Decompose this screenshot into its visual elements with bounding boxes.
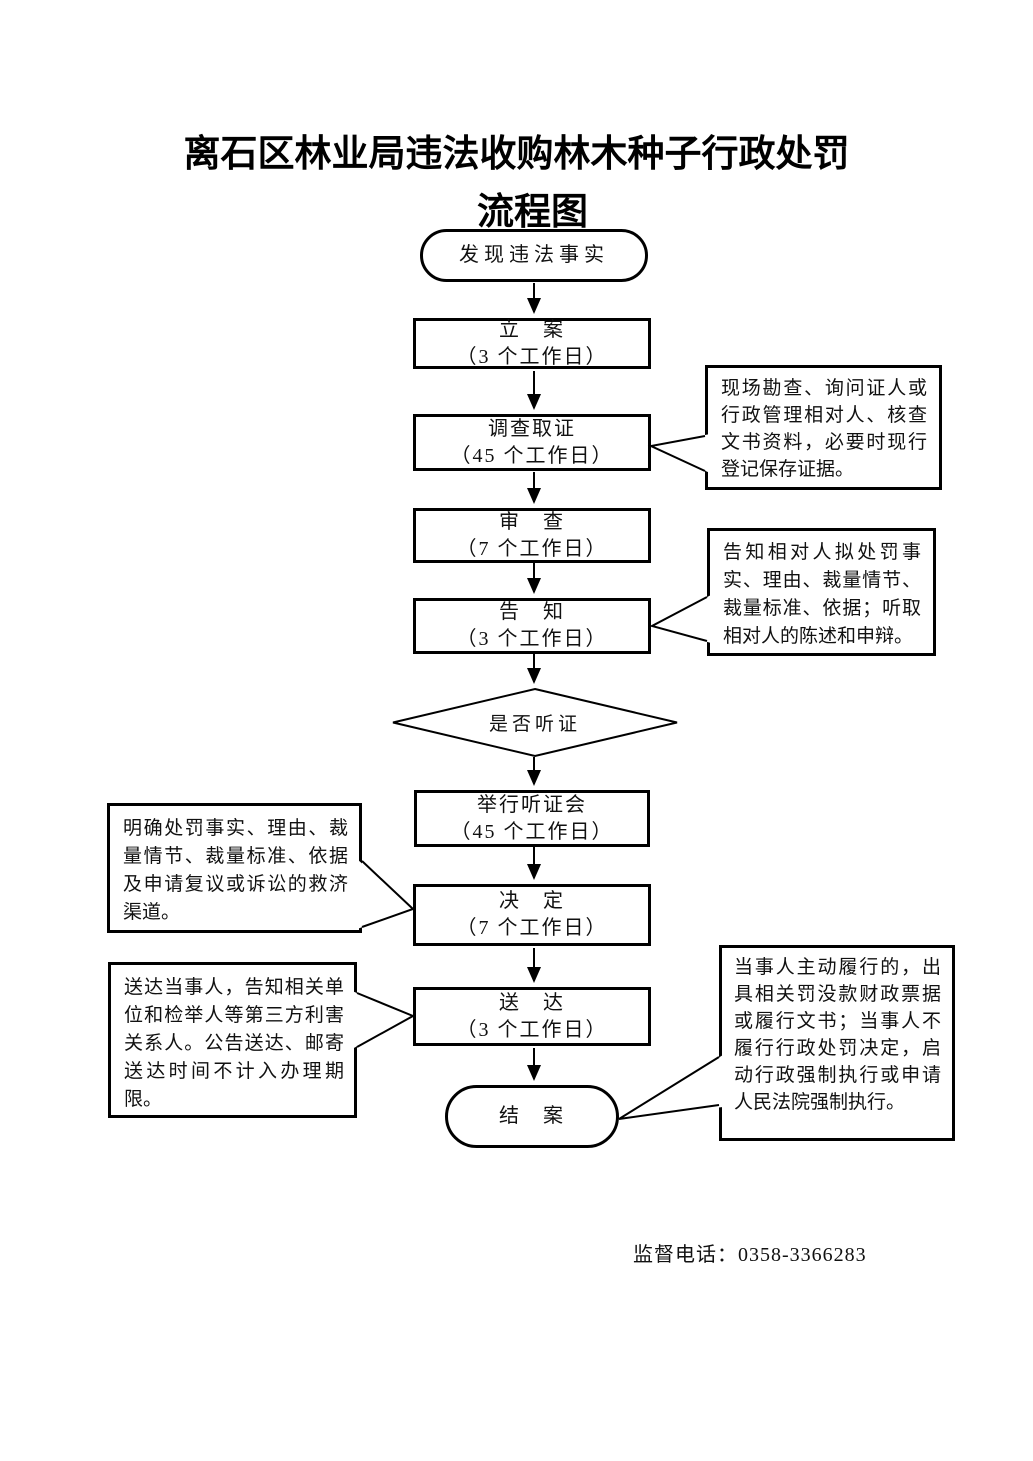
callout-decision-note: 明确处罚事实、理由、裁量情节、裁量标准、依据及申请复议或诉讼的救济渠道。 — [107, 803, 362, 933]
node-delivery-label: 送 达 — [499, 991, 565, 1014]
node-decision: 决 定 （7 个工作日） — [413, 884, 651, 946]
callout-pointer-closing-stroke — [618, 1056, 720, 1120]
node-investigation: 调查取证 （45 个工作日） — [413, 414, 651, 471]
node-hearing-duration: （45 个工作日） — [450, 820, 614, 843]
callout-pointer-investigation-stroke — [647, 435, 706, 472]
decision-diamond-label: 是否听证 — [488, 714, 581, 735]
node-hearing: 举行听证会 （45 个工作日） — [414, 790, 650, 847]
node-filing-duration: （3 个工作日） — [456, 345, 608, 368]
node-delivery-duration: （3 个工作日） — [456, 1018, 608, 1041]
node-delivery: 送 达 （3 个工作日） — [413, 987, 651, 1046]
callout-delivery-note: 送达当事人，告知相关单位和检举人等第三方利害关系人。公告送达、邮寄送达时间不计入… — [108, 962, 357, 1118]
node-notification-duration: （3 个工作日） — [456, 628, 608, 650]
node-notification-label: 告 知 — [499, 601, 565, 623]
node-investigation-duration: （45 个工作日） — [450, 444, 614, 467]
callout-pointer-delivery — [352, 991, 413, 1049]
page-title-line1: 离石区林业局违法收购林木种子行政处罚 — [183, 133, 850, 174]
supervision-phone: 监督电话：0358-3366283 — [633, 1244, 867, 1266]
node-review-label: 审 查 — [499, 510, 565, 533]
callout-notification-note: 告知相对人拟处罚事实、理由、裁量情节、裁量标准、依据；听取相对人的陈述和申辩。 — [707, 528, 936, 656]
node-end-label: 结 案 — [499, 1105, 565, 1127]
node-investigation-label: 调查取证 — [488, 417, 576, 440]
node-decision-label: 决 定 — [499, 890, 565, 912]
decision-diamond: 是否听证 — [393, 689, 677, 756]
callout-pointer-decision — [357, 859, 413, 929]
callout-investigation-note: 现场勘查、询问证人或行政管理相对人、核查文书资料，必要时现行登记保存证据。 — [705, 365, 942, 490]
node-filing-label: 立 案 — [499, 318, 565, 341]
callout-pointer-notification-stroke — [649, 596, 708, 642]
node-decision-duration: （7 个工作日） — [456, 917, 608, 939]
node-review: 审 查 （7 个工作日） — [413, 508, 651, 563]
page-title-line2: 流程图 — [477, 191, 588, 232]
node-filing: 立 案 （3 个工作日） — [413, 318, 651, 369]
node-start: 发现违法事实 — [420, 229, 648, 282]
callout-pointer-closing — [619, 1055, 723, 1119]
callout-pointer-notification — [652, 595, 711, 643]
callout-pointer-delivery-stroke — [356, 992, 416, 1048]
callout-closing-note: 当事人主动履行的，出具相关罚没款财政票据或履行文书；当事人不履行行政处罚决定，启… — [719, 945, 955, 1141]
node-notification: 告 知 （3 个工作日） — [413, 598, 651, 654]
callout-pointer-investigation — [651, 434, 710, 473]
node-end: 结 案 — [445, 1085, 619, 1148]
node-review-duration: （7 个工作日） — [456, 537, 608, 560]
node-start-label: 发现违法事实 — [459, 244, 609, 266]
callout-pointer-decision-stroke — [361, 860, 415, 928]
node-hearing-label: 举行听证会 — [477, 793, 587, 816]
